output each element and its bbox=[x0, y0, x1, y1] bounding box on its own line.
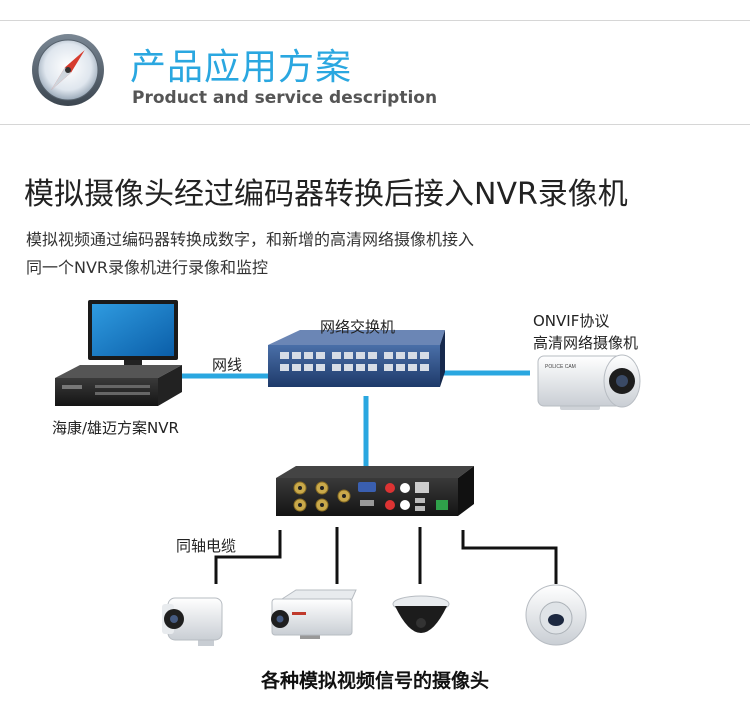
nvr-device-icon bbox=[55, 365, 182, 406]
ipcam-label-line2: 高清网络摄像机 bbox=[533, 334, 639, 352]
page-title: 产品应用方案 bbox=[130, 47, 353, 88]
coax-line-4 bbox=[461, 530, 558, 584]
compass-icon bbox=[32, 34, 104, 106]
page-subtitle: Product and service description bbox=[132, 88, 438, 108]
coax-links bbox=[214, 527, 558, 584]
switch-label: 网络交换机 bbox=[320, 318, 396, 336]
cameras-caption: 各种模拟视频信号的摄像头 bbox=[260, 670, 489, 692]
network-switch-icon bbox=[268, 330, 445, 387]
nvr-label: 海康/雄迈方案NVR bbox=[52, 419, 179, 437]
ip-camera-icon: POLICE CAM bbox=[537, 354, 641, 410]
video-encoder-icon bbox=[276, 466, 474, 516]
analog-ceiling-camera-icon bbox=[525, 584, 587, 646]
description-line-2: 同一个NVR录像机进行录像和监控 bbox=[26, 258, 269, 277]
header-divider bbox=[0, 124, 750, 125]
network-links bbox=[178, 370, 530, 470]
ipcam-label-line1: ONVIF协议 bbox=[533, 312, 610, 330]
section-heading: 模拟摄像头经过编码器转换后接入NVR录像机 bbox=[24, 177, 628, 212]
analog-dome-camera-icon bbox=[392, 595, 450, 633]
ipcam-brand-text: POLICE CAM bbox=[545, 364, 576, 370]
coax-label: 同轴电缆 bbox=[176, 537, 237, 555]
description-line-1: 模拟视频通过编码器转换成数字，和新增的高清网络摄像机接入 bbox=[26, 230, 475, 249]
monitor-icon bbox=[88, 300, 178, 372]
top-divider bbox=[0, 20, 750, 21]
cable-label: 网线 bbox=[212, 356, 243, 374]
coax-line-1 bbox=[214, 530, 282, 584]
analog-box-camera-icon bbox=[271, 589, 357, 639]
analog-bullet-camera-icon bbox=[162, 597, 223, 646]
